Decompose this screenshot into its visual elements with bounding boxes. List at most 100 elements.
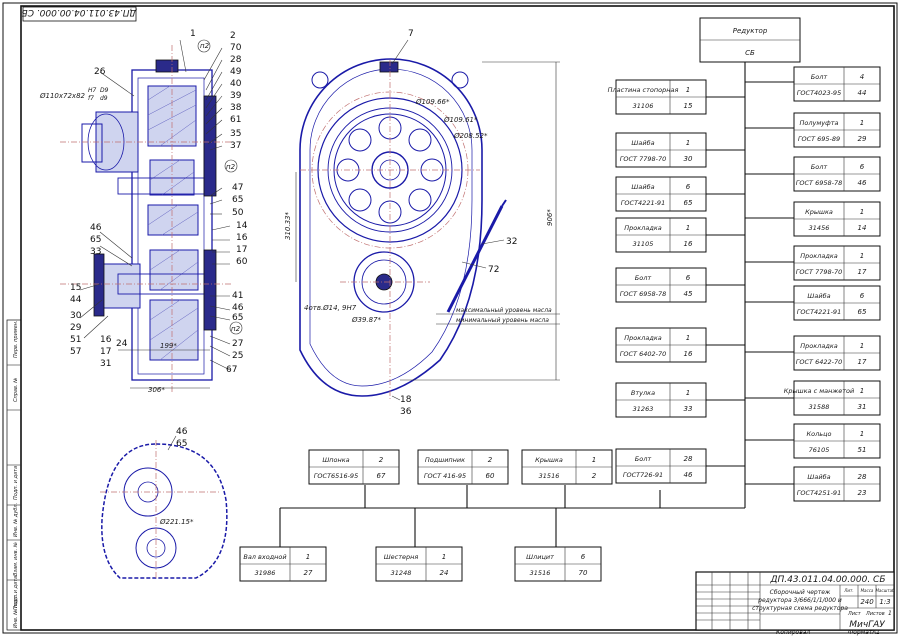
struct-item-pos: 24 — [440, 569, 449, 577]
title-desc-1: Сборочный чертеж — [770, 589, 831, 596]
structure-diagram — [279, 62, 794, 548]
struct-item-code: 31248 — [391, 569, 412, 577]
callout-46a: 46 — [90, 223, 102, 233]
struct-item-qty: 1 — [860, 342, 864, 350]
section-view: 306* 199* Ø110x72x82 H7 f7 D9 d9 п2 п2 п… — [39, 29, 248, 394]
callout-29: 29 — [70, 323, 82, 333]
oil-min-label: минимальный уровень масла — [456, 317, 549, 324]
struct-item-pos: 2 — [592, 472, 597, 480]
struct-item-pos: 33 — [684, 405, 693, 413]
scale-label: Масштаб — [875, 588, 895, 593]
struct-item-qty: 1 — [306, 553, 310, 561]
format-value: А1 — [871, 629, 880, 636]
callout-24: 24 — [116, 339, 128, 349]
sheets-count: 1 — [888, 610, 892, 617]
lit-label: Лит. — [843, 588, 853, 593]
dim-39: Ø39.87* — [351, 316, 382, 324]
struct-item-name: Шлицит — [526, 553, 554, 561]
n2-label-2: п2 — [226, 163, 236, 171]
callout-57: 57 — [70, 347, 81, 357]
callout-61: 61 — [230, 115, 241, 125]
struct-item-qty: 1 — [686, 139, 690, 147]
struct-item-code: ГОСТ 6422-70 — [796, 358, 842, 366]
struct-item-name: Шайба — [807, 292, 830, 300]
struct-item-qty: 1 — [686, 224, 690, 232]
struct-item-pos: 65 — [858, 308, 867, 316]
struct-item-code: 31106 — [633, 102, 654, 110]
struct-item-qty: 2 — [379, 456, 384, 464]
callout-38: 38 — [230, 103, 242, 113]
struct-item-qty: 6 — [860, 292, 865, 300]
struct-item-code: ГОСТ6516-95 — [314, 472, 358, 480]
callout-32: 32 — [506, 237, 517, 247]
struct-item-pos: 46 — [858, 179, 867, 187]
struct-item-code: ГОСТ4221-91 — [797, 308, 841, 316]
callout-1: 1 — [190, 29, 196, 39]
struct-item-pos: 14 — [858, 224, 867, 232]
title-desc-2: редуктора 3/666/1/1/000 и — [757, 597, 842, 604]
struct-item-pos: 27 — [304, 569, 313, 577]
struct-item-name: Прокладка — [800, 252, 837, 260]
fit-note-5: d9 — [100, 95, 108, 102]
struct-item-name: Полумуфта — [800, 119, 839, 127]
title-block: ДП.43.011.04.00.000. СБ Сборочный чертеж… — [695, 571, 895, 631]
callout-7: 7 — [408, 29, 414, 39]
struct-item-qty: 1 — [442, 553, 446, 561]
callout-47: 47 — [232, 183, 243, 193]
struct-item-name: Прокладка — [624, 224, 661, 232]
callout-37: 37 — [230, 141, 241, 151]
struct-item-code: 31263 — [633, 405, 654, 413]
callout-40: 40 — [230, 79, 242, 89]
callout-35: 35 — [230, 129, 241, 139]
callout-67: 67 — [226, 365, 237, 375]
struct-item-qty: 1 — [860, 387, 864, 395]
dim-208: Ø208.52* — [453, 132, 488, 140]
title-org: МичГАУ — [849, 620, 885, 630]
struct-item-name: Кольцо — [807, 430, 832, 438]
struct-item-pos: 15 — [684, 102, 693, 110]
margin-label-4: Взам. инв. № — [13, 542, 19, 576]
struct-item-pos: 65 — [684, 199, 693, 207]
struct-item-qty: 6 — [860, 163, 865, 171]
callout-46c: 46 — [176, 427, 188, 437]
callout-50: 50 — [232, 208, 244, 218]
struct-item-qty: 1 — [686, 334, 690, 342]
callout-41: 41 — [232, 291, 243, 301]
struct-item-name: Шайба — [631, 139, 654, 147]
struct-item-name: Шпонка — [322, 456, 349, 464]
margin-label-0: Перв. примен. — [13, 320, 19, 358]
fit-note-2: H7 — [88, 87, 97, 94]
top-stamp: ДП.43.011.04.00.000. СБ — [22, 6, 138, 22]
callout-17b: 17 — [100, 347, 111, 357]
mass-label: Масса — [861, 588, 874, 593]
struct-item-qty: 1 — [860, 252, 864, 260]
struct-item-name: Болт — [811, 163, 828, 171]
callout-15: 15 — [70, 283, 81, 293]
title-doc-code: ДП.43.011.04.00.000. СБ — [770, 575, 886, 585]
struct-item-code: ГОСТ 416-95 — [424, 472, 466, 480]
callout-27: 27 — [232, 339, 243, 349]
struct-item-name: Шайба — [807, 473, 830, 481]
fit-note-3: f7 — [88, 95, 94, 102]
callout-16b: 16 — [100, 335, 112, 345]
dim-306: 306* — [148, 386, 165, 394]
struct-item-name: Прокладка — [800, 342, 837, 350]
struct-item-pos: 17 — [858, 268, 867, 276]
struct-item-code: 31456 — [809, 224, 830, 232]
struct-item-code: ГОСТ 6402-70 — [620, 350, 666, 358]
struct-root: Редуктор СБ — [699, 17, 801, 63]
callout-36: 36 — [400, 407, 412, 417]
callout-70: 70 — [230, 43, 242, 53]
callout-65c: 65 — [176, 439, 187, 449]
